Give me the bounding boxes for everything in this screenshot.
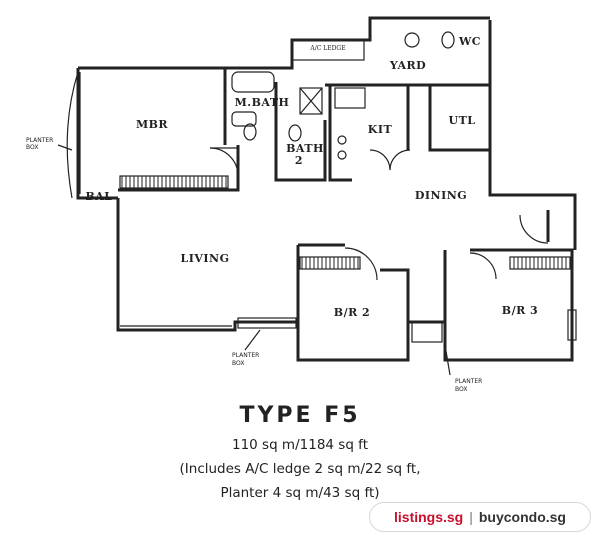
br3-wardrobe [509, 256, 571, 270]
toilet-mbath [243, 123, 257, 141]
hob-2 [337, 150, 347, 160]
dining-door [519, 214, 549, 244]
watermark-badge: listings.sg | buycondo.sg [369, 502, 591, 532]
watermark-buycondo: buycondo.sg [478, 509, 566, 525]
kitchen-door-right [389, 149, 411, 171]
kitchen-sink [334, 87, 366, 109]
mbr-planter-box [66, 71, 79, 199]
bathtub [231, 71, 275, 93]
planter-label-mbr-box: BOX [26, 144, 38, 151]
planter-label-corridor: PLANTER [455, 378, 482, 385]
kitchen-door-left [369, 149, 391, 171]
label-yard: YARD [389, 59, 426, 72]
outer-walls [76, 16, 577, 362]
br3-window [567, 309, 577, 341]
unit-area-planter: Planter 4 sq m/43 sq ft) [220, 485, 380, 501]
br2-door [344, 247, 378, 281]
br3-door [469, 252, 497, 280]
label-kit: KIT [368, 123, 393, 136]
planter-label-corridor-box: BOX [455, 386, 467, 393]
toilet-wc [441, 31, 455, 49]
label-wc: WC [458, 35, 481, 48]
label-mbath: M.BATH [235, 96, 290, 109]
planter-label-living-box: BOX [232, 360, 244, 367]
label-br3: B/R 3 [502, 304, 538, 317]
watermark-listings: listings.sg [394, 509, 464, 525]
interior-walls [57, 31, 577, 376]
planter-label-mbr: PLANTER [26, 137, 53, 144]
unit-area-includes: (Includes A/C ledge 2 sq m/22 sq ft, [179, 461, 421, 477]
corridor-planter-box [411, 321, 443, 343]
living-planter-box [237, 317, 297, 329]
br2-wardrobe [299, 256, 361, 270]
shower [299, 87, 323, 115]
floor-plan: MBR M.BATH BATH 2 KIT YARD WC UTL DINING… [26, 16, 577, 393]
watermark-separator: | [469, 509, 473, 525]
mbr-door [209, 147, 239, 177]
label-bath2-number: 2 [295, 154, 303, 167]
basin [231, 111, 257, 127]
label-dining: DINING [415, 189, 467, 202]
hob-1 [337, 135, 347, 145]
label-living: LIVING [180, 252, 229, 265]
unit-area: 110 sq m/1184 sq ft [231, 437, 368, 453]
label-mbr: MBR [136, 118, 168, 131]
ac-ledge [291, 39, 365, 61]
planter-label-living: PLANTER [232, 352, 259, 359]
toilet-bath2 [288, 124, 302, 142]
mbr-wardrobe [119, 175, 229, 189]
label-ac-ledge: A/C LEDGE [309, 45, 345, 52]
label-bath2: BATH [286, 142, 324, 155]
label-utl: UTL [448, 114, 475, 127]
wc-basin [404, 32, 420, 48]
label-bal: BAL [85, 190, 112, 203]
label-br2: B/R 2 [334, 306, 370, 319]
unit-type-title: TYPE F5 [239, 403, 361, 428]
